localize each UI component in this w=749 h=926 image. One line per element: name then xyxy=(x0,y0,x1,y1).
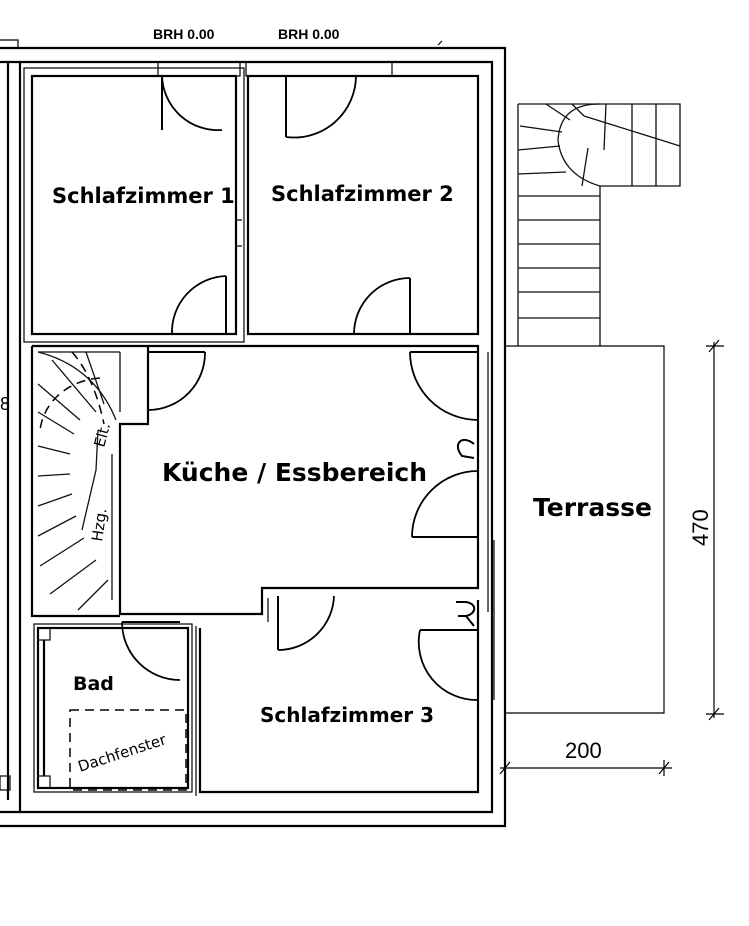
room-bedroom-3: Schlafzimmer 3 xyxy=(195,600,480,796)
room-label-bedroom-2: Schlafzimmer 2 xyxy=(271,182,454,206)
dimension-label-470: 470 xyxy=(688,509,713,546)
room-bath: Bad Dachfenster xyxy=(33,623,193,793)
door-bedroom-1 xyxy=(171,275,227,335)
radiator-hook-kitchen xyxy=(456,438,475,459)
door-terrace xyxy=(411,470,479,538)
room-bedroom-1: Schlafzimmer 1 xyxy=(23,67,245,343)
dimension-label-200: 200 xyxy=(565,738,602,763)
room-label-kitchen: Küche / Essbereich xyxy=(162,458,427,487)
terrace-area: Terrasse xyxy=(505,345,665,714)
window-top-1 xyxy=(157,61,241,77)
room-label-terrace: Terrasse xyxy=(533,493,652,522)
door-kitchen-top-right xyxy=(409,351,479,421)
door-bedroom-3 xyxy=(277,595,335,651)
radiator-hook-bedroom-3 xyxy=(456,601,476,627)
radiator-mark-bedroom-3: R xyxy=(456,615,457,617)
room-label-bath: Bad xyxy=(73,673,114,695)
room-bedroom-2: Schlafzimmer 2 xyxy=(246,74,480,336)
skylight-label: Dachfenster xyxy=(76,730,169,776)
elt-label: Elt. xyxy=(90,421,114,449)
room-kitchen: Küche / Essbereich xyxy=(30,344,489,622)
external-staircase xyxy=(517,103,681,346)
heating-label: Hzg. xyxy=(88,507,110,543)
brh-label-left: BRH 0.00 xyxy=(153,26,215,42)
skylight-outline xyxy=(69,709,187,791)
room-label-bedroom-3: Schlafzimmer 3 xyxy=(260,703,434,727)
staircase-interior: Elt. Hzg. xyxy=(37,351,121,611)
dimension-terrace-width: 200 xyxy=(499,738,672,776)
window-top-2 xyxy=(245,61,393,77)
door-window-bedroom-2 xyxy=(285,75,357,139)
door-bedroom-3-terrace xyxy=(417,629,479,701)
room-label-bedroom-1: Schlafzimmer 1 xyxy=(52,184,235,208)
radiator-mark-kitchen: R xyxy=(456,459,457,461)
left-edge-wall: 8 xyxy=(0,62,22,812)
brh-label-right: BRH 0.00 xyxy=(278,26,340,42)
edge-fragment-label: 8 xyxy=(0,394,10,414)
door-kitchen-stair xyxy=(147,351,206,411)
door-bedroom-2 xyxy=(353,277,411,335)
dimension-terrace-height: 470 xyxy=(688,339,724,721)
door-window-bedroom-1 xyxy=(161,75,223,132)
door-bath xyxy=(121,621,181,681)
